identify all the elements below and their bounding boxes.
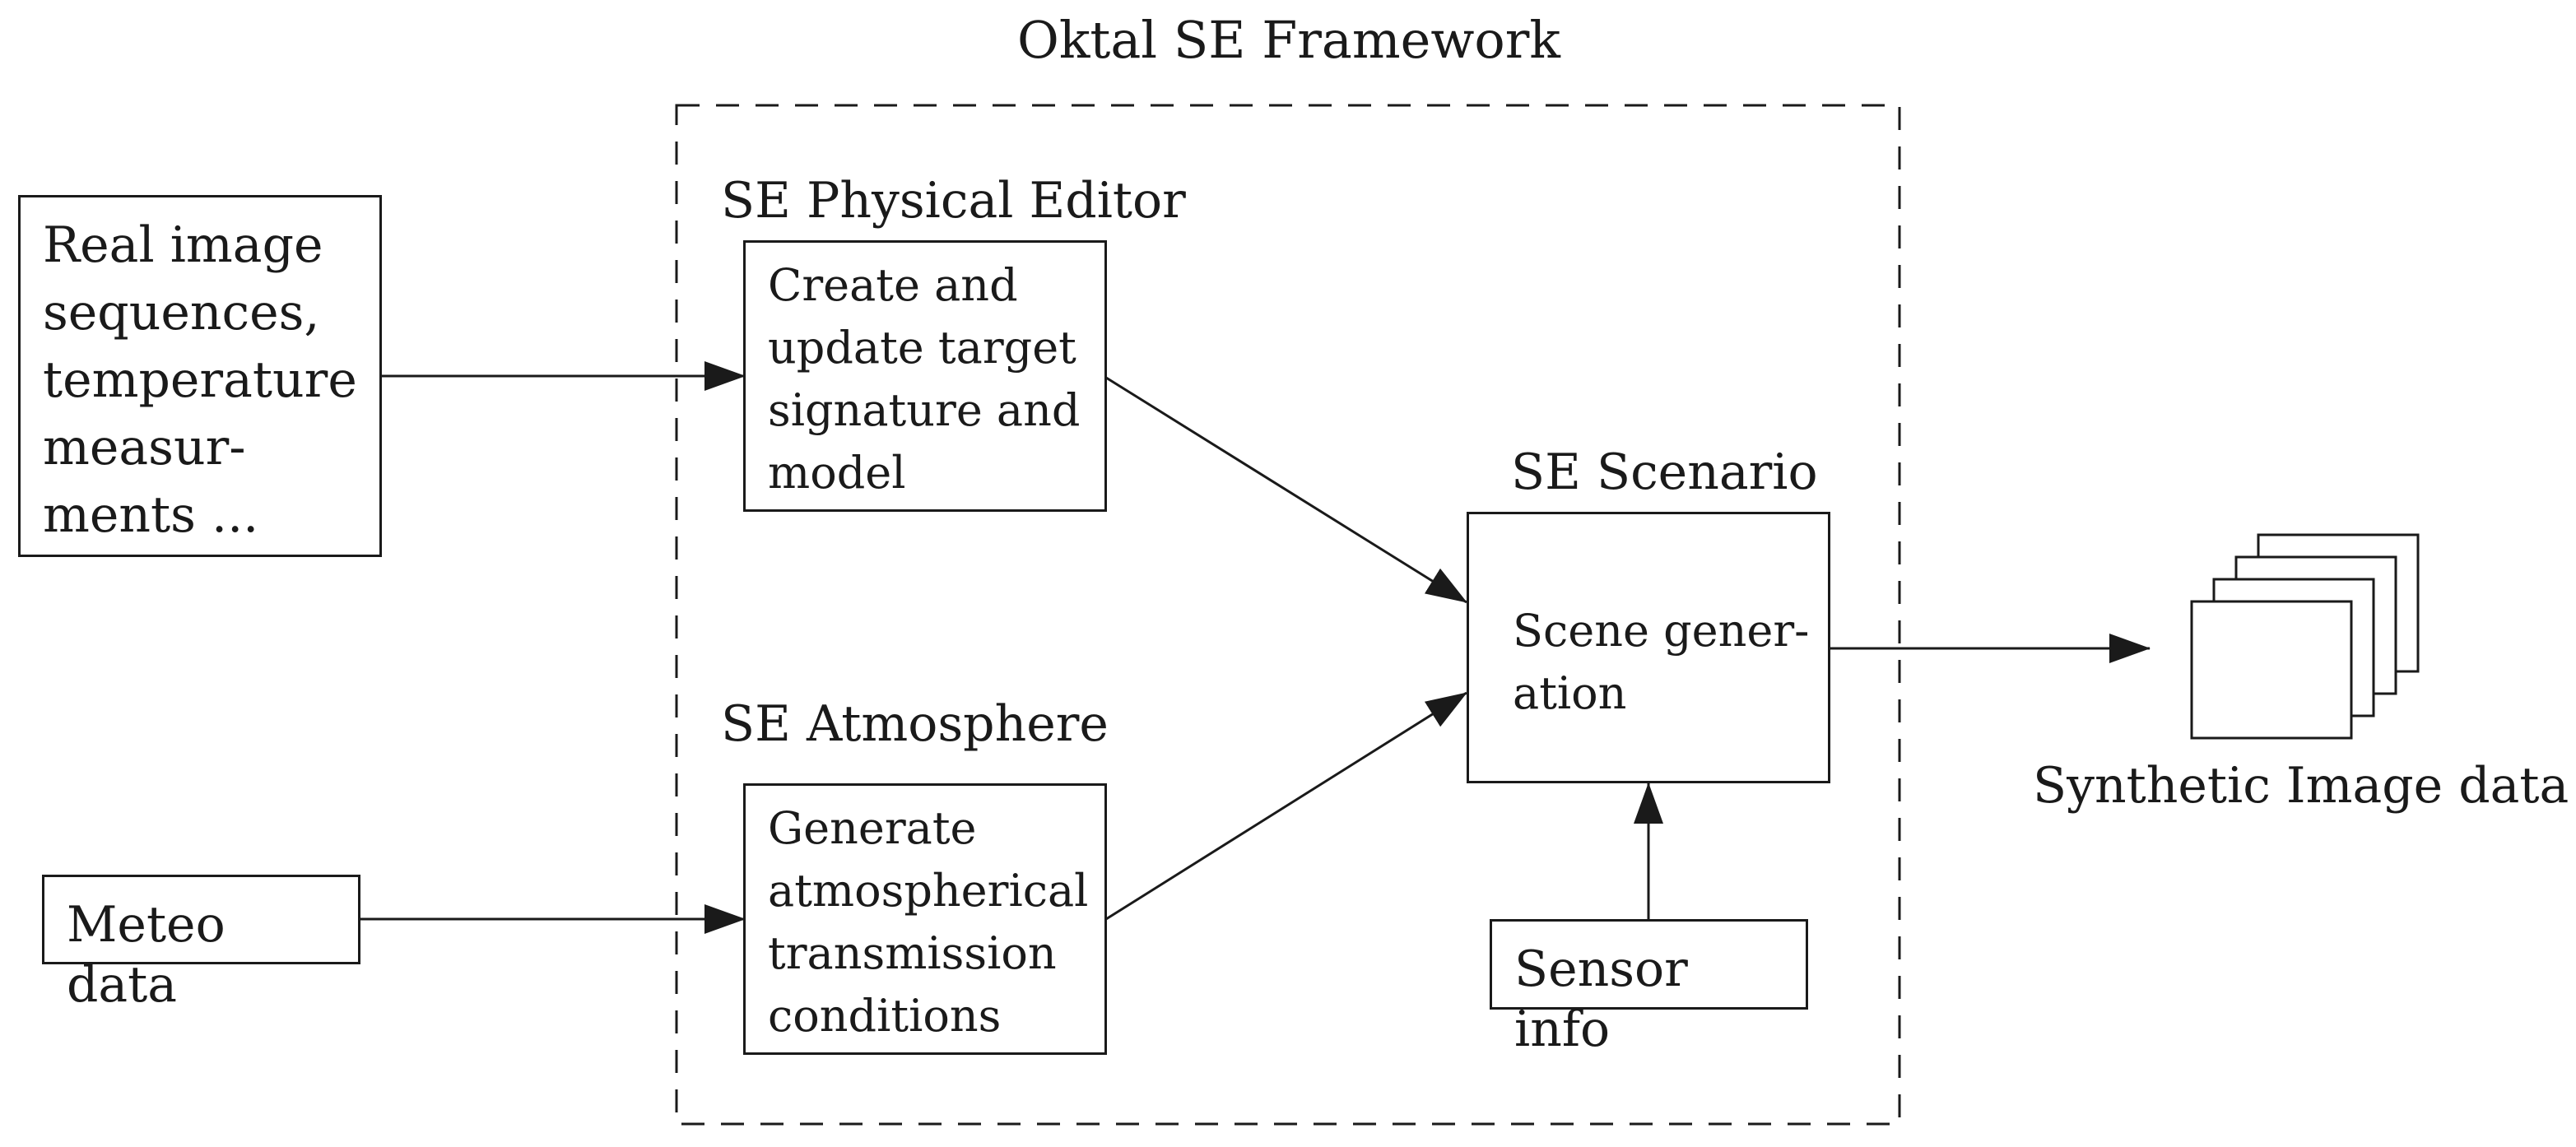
scenario-box: Scene gener- ation xyxy=(1467,512,1830,783)
physical-editor-text: Create and update target signature and m… xyxy=(768,259,1081,499)
meteo-data-box: Meteo data xyxy=(42,875,360,1014)
framework-boundary xyxy=(675,104,1901,1126)
atmosphere-text: Generate atmospherical transmission cond… xyxy=(768,802,1089,1042)
real-data-text: Real image sequences, temperature measur… xyxy=(43,216,357,544)
atmosphere-box: Generate atmospherical transmission cond… xyxy=(743,783,1107,1055)
sensor-info-text: Sensor info xyxy=(1514,940,1688,1059)
real-data-box: Real image sequences, temperature measur… xyxy=(18,195,382,557)
sensor-info-box: Sensor info xyxy=(1490,919,1808,1058)
arrow-physical-editor-to-scenario xyxy=(1105,376,1467,604)
image-stack-icon xyxy=(2190,533,2420,740)
framework-title: Oktal SE Framework xyxy=(1017,10,1560,70)
scenario-text: Scene gener- ation xyxy=(1513,605,1810,719)
output-label: Synthetic Image data xyxy=(2033,757,2569,815)
scenario-label: SE Scenario xyxy=(1511,443,1818,501)
physical-editor-label: SE Physical Editor xyxy=(721,172,1186,230)
image-frame xyxy=(2190,600,2353,740)
arrow-atmosphere-to-scenario xyxy=(1105,691,1467,921)
physical-editor-box: Create and update target signature and m… xyxy=(743,240,1107,512)
atmosphere-label: SE Atmosphere xyxy=(721,695,1109,753)
meteo-data-text: Meteo data xyxy=(67,896,226,1015)
